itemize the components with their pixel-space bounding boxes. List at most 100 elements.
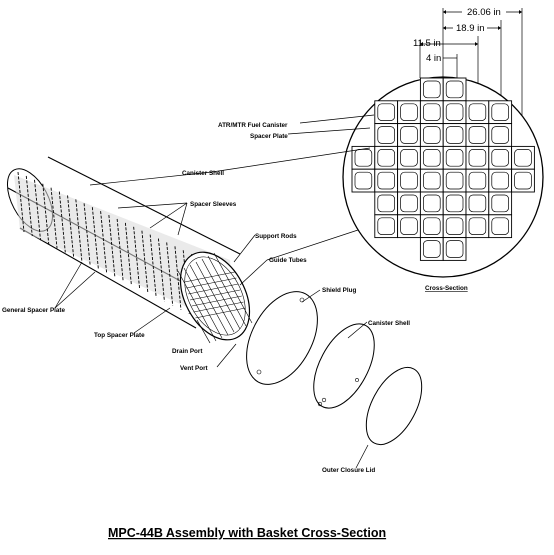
shield-plug-lid (246, 291, 318, 385)
basket-cell (351, 145, 376, 170)
end-grid-line (195, 307, 246, 319)
spacer-sleeve-band (67, 195, 75, 257)
fuel-canister-slot (445, 240, 464, 258)
fuel-canister-slot (377, 149, 395, 167)
fuel-canister-slot (445, 149, 464, 167)
fuel-canister-slot (468, 149, 487, 167)
fuel-canister-slot (514, 171, 532, 190)
fuel-canister-slot (514, 149, 532, 167)
end-grid-line (189, 289, 241, 301)
fuel-canister-slot (445, 103, 464, 121)
basket-cell (419, 145, 444, 170)
basket-cell (374, 123, 399, 147)
fuel-canister-slot (354, 171, 373, 190)
end-grid-line (186, 277, 237, 289)
end-grid-line (195, 261, 235, 333)
spacer-sleeve-band (25, 175, 33, 237)
spacer-sleeve-band (157, 238, 165, 302)
end-grid-line (183, 267, 223, 339)
fuel-canister-slot (468, 194, 487, 213)
spacer-sleeve-band (50, 187, 58, 249)
basket-cell (419, 191, 444, 216)
end-grid-line (177, 270, 217, 342)
label-canister-shell: Canister Shell (182, 170, 224, 177)
basket-cell (511, 168, 535, 193)
basket-cell (465, 145, 490, 170)
basket-cell (397, 123, 421, 147)
basket-cell (442, 123, 467, 147)
basket-cell (397, 168, 421, 193)
label-atr-mtr-fuel-canister: ATR/MTR Fuel Canister (218, 122, 288, 129)
basket-cell (442, 214, 467, 239)
spacer-sleeve-band (116, 218, 124, 282)
fuel-canister-slot (468, 171, 487, 190)
fuel-canister-slot (445, 80, 464, 99)
label-spacer-sleeves: Spacer Sleeves (190, 201, 237, 208)
fuel-canister-slot (423, 149, 441, 167)
end-grid-line (201, 258, 241, 330)
fuel-canister-slot (377, 217, 395, 235)
label-drain-port: Drain Port (172, 348, 203, 355)
spacer-sleeve-band (174, 246, 182, 310)
spacer-sleeve-band (58, 191, 66, 253)
spacer-sleeve-band (100, 211, 108, 273)
basket-cell (442, 145, 467, 170)
spacer-sleeve-band (149, 234, 157, 298)
fuel-canister-slot (491, 194, 509, 213)
fuel-canister-slot (400, 171, 418, 190)
fuel-canister-slot (423, 194, 441, 213)
spacer-sleeve-band (75, 199, 83, 261)
label-support-rods: Support Rods (255, 233, 297, 240)
fuel-canister-slot (423, 103, 441, 121)
fuel-canister-slot (491, 171, 509, 190)
fuel-canister-slot (491, 103, 509, 121)
fuel-canister-slot (423, 80, 441, 99)
basket-cell (397, 145, 421, 170)
basket-end-grid (177, 252, 253, 342)
fuel-canister-slot (491, 126, 509, 144)
basket-cell (419, 214, 444, 239)
basket-cell (374, 168, 399, 193)
basket-cell (442, 77, 467, 102)
basket-cell (374, 145, 399, 170)
fuel-canister-slot (377, 126, 395, 144)
basket-cell (397, 100, 421, 125)
dimension-18-9: 18.9 in (456, 23, 485, 34)
basket-cell (374, 191, 399, 216)
basket-cell (511, 145, 535, 170)
fuel-canister-slot (468, 126, 487, 144)
fuel-canister-slot (468, 103, 487, 121)
spacer-sleeve-band (124, 222, 132, 286)
spacer-sleeve-band (133, 226, 141, 290)
fuel-canister-slot (423, 171, 441, 190)
fuel-canister-slot (400, 149, 418, 167)
spacer-sleeve-band (166, 242, 174, 306)
label-general-spacer-plate: General Spacer Plate (2, 307, 66, 314)
basket-cell (419, 100, 444, 125)
label-outer-closure-lid: Outer Closure Lid (322, 467, 375, 474)
fuel-canister-slot (400, 217, 418, 235)
cross-section-label: Cross-Section (425, 285, 468, 292)
fuel-canister-slot (445, 194, 464, 213)
canister-assembly (6, 156, 253, 342)
basket-cell (351, 168, 376, 193)
end-grid-line (188, 283, 239, 295)
basket-cell (465, 214, 490, 239)
basket-cell (488, 145, 513, 170)
basket-cell (419, 168, 444, 193)
fuel-canister-slot (354, 149, 373, 167)
diagram-title: MPC-44B Assembly with Basket Cross-Secti… (108, 526, 386, 540)
dimension-26-06: 26.06 in (467, 7, 501, 18)
label-guide-tubes: Guide Tubes (269, 257, 307, 264)
fuel-canister-slot (491, 217, 509, 235)
spacer-sleeve-band (141, 230, 149, 294)
end-grid-line (207, 255, 247, 327)
basket-cell (465, 100, 490, 125)
label-canister-shell-lid: Canister Shell (368, 320, 410, 327)
basket-cell (419, 123, 444, 147)
fuel-canister-slot (377, 194, 395, 213)
canister-shell-lid (313, 323, 375, 409)
basket-cell (465, 123, 490, 147)
fuel-canister-slot (491, 149, 509, 167)
